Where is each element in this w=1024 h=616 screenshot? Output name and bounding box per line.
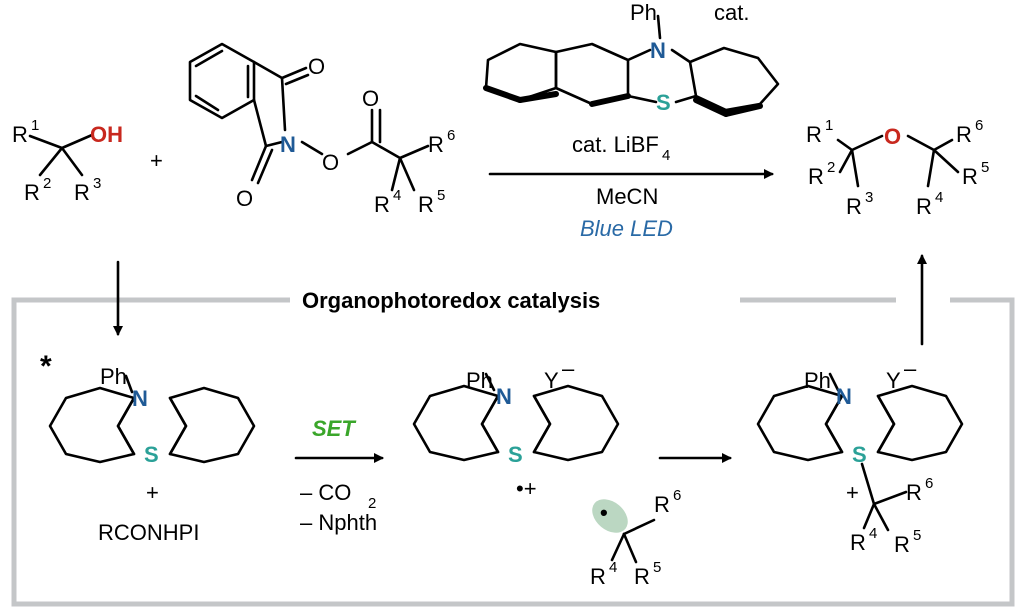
sulfonium-adduct	[756, 372, 964, 462]
ester-o-carbonyl: O	[362, 86, 379, 111]
catalysis-frame	[11, 297, 1015, 607]
additive-subscript: 4	[662, 147, 670, 164]
excited-n: N	[132, 386, 148, 411]
excited-photocatalyst	[48, 374, 256, 464]
catalyst-cat-label: cat.	[714, 0, 749, 25]
alcohol-structure: R 1 OH R 2 R 3	[12, 117, 123, 205]
sulfonium-anion-charge: –	[904, 356, 917, 381]
ester-r4-sup: 4	[393, 187, 401, 204]
sulfonium-r5-sup: 5	[913, 527, 921, 544]
light-label: Blue LED	[580, 216, 673, 241]
ester-n: N	[280, 132, 296, 157]
sulfonium-s: S	[852, 442, 867, 467]
product-r4-sup: 4	[935, 189, 943, 206]
sulfonium-ph: Ph	[804, 368, 831, 393]
product-r5-sup: 5	[981, 159, 989, 176]
sulfonium-r5: R	[894, 532, 910, 557]
radical-cation-ph: Ph	[466, 368, 493, 393]
product-r1-sup: 1	[825, 117, 833, 134]
product-ether-o: O	[884, 124, 901, 149]
alcohol-r2-sup: 2	[43, 175, 51, 192]
radical-cation-n: N	[496, 384, 512, 409]
ester-o-bottom: O	[236, 186, 253, 211]
radical-r4: R	[590, 564, 606, 589]
radical-cation-anion: Y	[544, 368, 559, 393]
catalyst-s: S	[656, 90, 671, 115]
nhpi-ester-structure: O N O O O R 6 R 4 R 5	[188, 42, 455, 217]
product-r3-sup: 3	[865, 189, 873, 206]
catalyst-n: N	[650, 38, 666, 63]
sulfonium-charge: +	[846, 480, 859, 505]
sulfonium-r4: R	[850, 530, 866, 555]
sulfonium-r6: R	[906, 480, 922, 505]
radical-dot: •	[600, 500, 608, 525]
ester-r5: R	[418, 192, 434, 217]
radical-r5: R	[634, 564, 650, 589]
alcohol-r3-sup: 3	[93, 175, 101, 192]
radical-cation	[412, 372, 620, 462]
ester-r6: R	[428, 132, 444, 157]
product-r2-sup: 2	[827, 159, 835, 176]
radical-cation-charge: •+	[516, 476, 537, 501]
byproduct-co2: – CO	[300, 480, 351, 505]
set-label: SET	[312, 416, 356, 441]
ester-r6-sup: 6	[447, 127, 455, 144]
radical-r6-sup: 6	[673, 487, 681, 504]
ester-o-link: O	[322, 150, 339, 175]
ester-r5-sup: 5	[437, 187, 445, 204]
excited-ph: Ph	[100, 364, 127, 389]
product-r6: R	[956, 122, 972, 147]
excited-s: S	[144, 442, 159, 467]
product-r4: R	[916, 194, 932, 219]
product-r5: R	[962, 164, 978, 189]
radical-cation-s: S	[508, 442, 523, 467]
ester-r4: R	[374, 192, 390, 217]
alkyl-radical: • R 6 R 4 R 5	[590, 487, 681, 589]
alcohol-r1-sup: 1	[31, 117, 39, 134]
byproduct-co2-sub: 2	[368, 495, 376, 512]
catalyst-ph: Ph	[630, 0, 657, 25]
alcohol-r1: R	[12, 122, 28, 147]
alcohol-r2: R	[24, 180, 40, 205]
ether-product-structure: O R 1 R 2 R 3 R 6 R 5 R 4	[806, 117, 989, 219]
alcohol-r3: R	[74, 180, 90, 205]
product-r3: R	[846, 194, 862, 219]
product-r6-sup: 6	[975, 117, 983, 134]
sulfonium-anion: Y	[886, 368, 901, 393]
catalyst-structure: Ph N S cat.	[483, 0, 780, 117]
product-r1: R	[806, 122, 822, 147]
cycle-title: Organophotoredox catalysis	[302, 288, 600, 313]
solvent-label: MeCN	[596, 184, 658, 209]
radical-cation-anion-charge: –	[562, 356, 575, 381]
reactant-plus: +	[150, 148, 163, 173]
radical-r5-sup: 5	[653, 559, 661, 576]
sulfonium-r4-sup: 4	[869, 525, 877, 542]
sulfonium-n: N	[836, 384, 852, 409]
product-r2: R	[808, 164, 824, 189]
byproduct-nphth: – Nphth	[300, 510, 377, 535]
substrate-label: RCONHPI	[98, 520, 199, 545]
hydroxyl-label: OH	[90, 122, 123, 147]
excited-state-star: *	[40, 350, 52, 383]
sulfonium-alkyl	[860, 462, 908, 532]
ester-o-top: O	[308, 54, 325, 79]
excited-plus: +	[146, 480, 159, 505]
radical-r4-sup: 4	[609, 559, 617, 576]
sulfonium-r6-sup: 6	[925, 475, 933, 492]
radical-r6: R	[654, 492, 670, 517]
additive-label: cat. LiBF	[572, 132, 659, 157]
